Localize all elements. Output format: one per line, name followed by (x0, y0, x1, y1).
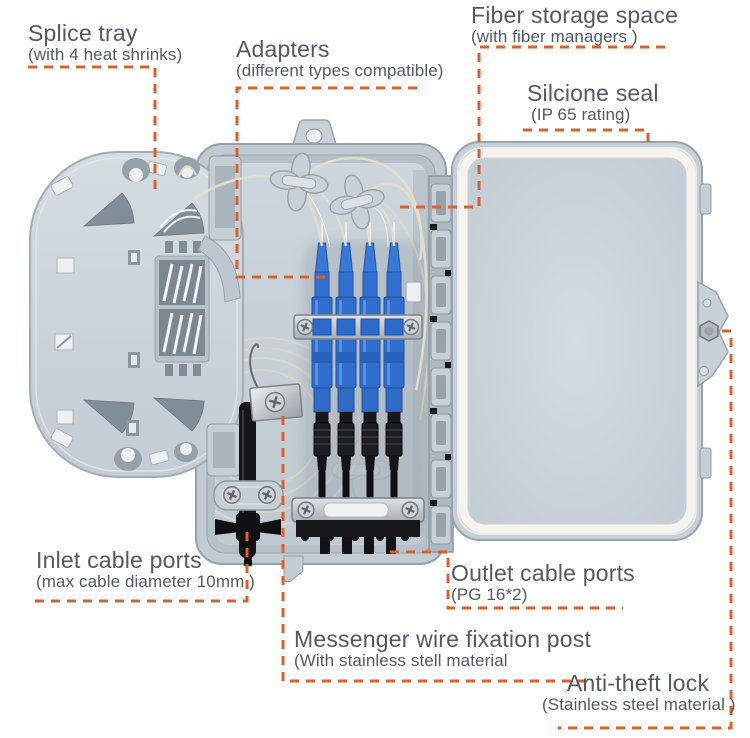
messenger-wire-post (249, 383, 303, 422)
leader-anti-theft (558, 329, 733, 730)
heat-shrink-holder (154, 241, 210, 376)
label-splice-tray-title: Splice tray (28, 20, 138, 46)
label-adapters-subtitle: (different types compatible) (236, 61, 444, 80)
inlet-clamp (213, 480, 284, 511)
box-cover (451, 141, 729, 541)
outlet-ports-assembly (291, 497, 425, 554)
tray-arches (114, 157, 200, 471)
tray-holes (54, 250, 140, 436)
label-silicone-seal-subtitle: (IP 65 rating) (531, 105, 631, 124)
label-adapters: Adapters (different types compatible) (236, 36, 444, 80)
label-splice-tray: Splice tray (with 4 heat shrinks) (28, 20, 182, 64)
label-messenger-post-subtitle: (With stainless stell material (294, 651, 508, 670)
leader-adapters (235, 86, 417, 279)
label-outlet-ports: Outlet cable ports (PG 16*2) (451, 560, 635, 604)
label-inlet-ports-subtitle: (max cable diameter 10mm ) (36, 572, 255, 591)
adapter-rail (293, 314, 423, 340)
label-adapters-title: Adapters (236, 36, 330, 62)
silicone-seal-ring (458, 148, 696, 534)
label-fiber-storage-title: Fiber storage space (471, 2, 679, 28)
leader-silicone-seal (523, 128, 650, 146)
tray-tabs (50, 160, 170, 466)
adapter-side-clip (405, 281, 422, 303)
splice-tray (29, 151, 244, 478)
inlet-gland (215, 513, 281, 566)
leader-outlet-ports (390, 550, 623, 610)
label-messenger-post: Messenger wire fixation post (With stain… (294, 626, 591, 670)
label-silicone-seal-title: Silcione seal (527, 80, 659, 106)
label-anti-theft-lock: Anti-theft lock (Stainless steel materia… (542, 670, 736, 714)
label-outlet-ports-title: Outlet cable ports (451, 560, 635, 586)
label-inlet-ports: Inlet cable ports (max cable diameter 10… (36, 547, 255, 591)
sc-adapters (310, 220, 422, 508)
label-fiber-storage: Fiber storage space (with fiber managers… (471, 2, 678, 46)
inlet-cable-assembly (213, 343, 303, 566)
leader-fiber-storage (393, 45, 665, 209)
label-anti-theft-lock-title: Anti-theft lock (566, 670, 710, 696)
label-messenger-post-title: Messenger wire fixation post (294, 626, 592, 652)
label-outlet-ports-subtitle: (PG 16*2) (451, 585, 528, 604)
anti-theft-lock (697, 280, 729, 388)
label-splice-tray-subtitle: (with 4 heat shrinks) (28, 45, 183, 64)
leader-splice-tray (28, 65, 157, 190)
label-silicone-seal: Silcione seal (IP 65 rating) (527, 80, 659, 124)
label-inlet-ports-title: Inlet cable ports (36, 547, 202, 573)
tray-hinges (197, 155, 242, 477)
leader-messenger-post (281, 416, 593, 683)
label-fiber-storage-subtitle: (with fiber managers ) (471, 27, 638, 46)
label-anti-theft-lock-subtitle: (Stainless steel material ) (542, 695, 736, 714)
leader-inlet-ports (35, 527, 249, 603)
